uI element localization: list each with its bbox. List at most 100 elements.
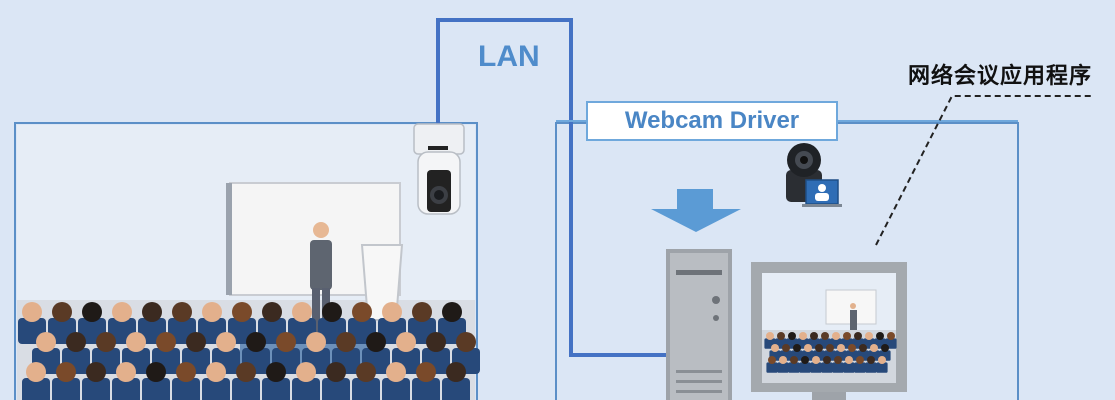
monitor-audience-person [799,332,807,340]
audience-person [266,362,286,382]
audience-person [386,362,406,382]
laptop-user-icon [802,179,842,207]
audience-person [276,332,296,352]
audience-person [366,332,386,352]
audience-person [306,332,326,352]
audience-person [186,332,206,352]
monitor-audience-person [867,356,875,364]
audience-person [382,302,402,322]
monitor-audience-seat [788,362,800,373]
audience-person [456,332,476,352]
conference-room-photo [17,125,480,400]
audience-seat [22,378,50,400]
audience-person [146,362,166,382]
audience-seat [142,378,170,400]
audience-person [26,362,46,382]
monitor-audience-person [779,356,787,364]
monitor-audience-person [788,332,796,340]
audience-seat [442,378,470,400]
audience-seat [262,378,290,400]
monitor-audience-person [848,344,856,352]
monitor-audience-seat [810,362,822,373]
monitor-audience-person [859,344,867,352]
audience-person [36,332,56,352]
audience-person [446,362,466,382]
monitor-audience-seat [799,362,811,373]
audience-person [126,332,146,352]
audience-seat [232,378,260,400]
monitor-audience-seat [843,362,855,373]
audience-person [22,302,42,322]
monitor-audience-person [777,332,785,340]
conference-app-label: 网络会议应用程序 [908,64,1093,89]
audience-person [142,302,162,322]
audience-person [96,332,116,352]
lan-connection-line [436,18,668,357]
monitor-audience-seat [832,362,844,373]
monitor-audience-person [837,344,845,352]
monitor-audience-person [881,344,889,352]
monitor-audience-seat [854,362,866,373]
audience-person [82,302,102,322]
audience-person [206,362,226,382]
audience-seat [172,378,200,400]
audience-seat [382,378,410,400]
audience-seat [352,378,380,400]
download-arrow-icon [651,189,741,232]
audience-person [86,362,106,382]
monitor-audience-person [865,332,873,340]
monitor-audience-person [804,344,812,352]
monitor-audience-person [845,356,853,364]
monitor-audience-person [768,356,776,364]
audience-seat [52,378,80,400]
audience-person [296,362,316,382]
audience-person [426,332,446,352]
ptz-camera-icon [413,123,465,215]
audience-person [396,332,416,352]
audience-person [112,302,132,322]
monitor-audience-seat [876,362,888,373]
audience-person [336,332,356,352]
monitor-audience-person [801,356,809,364]
audience-person [292,302,312,322]
monitor-audience-person [790,356,798,364]
audience-person [236,362,256,382]
audience-person [66,332,86,352]
monitor-audience-person [854,332,862,340]
monitor-audience-person [832,332,840,340]
monitor-audience-person [834,356,842,364]
audience-person [216,332,236,352]
audience-person [156,332,176,352]
audience-person [412,302,432,322]
audience-seat [412,378,440,400]
audience-person [322,302,342,322]
monitor-audience-person [793,344,801,352]
monitor-audience-person [815,344,823,352]
monitor-audience-person [843,332,851,340]
monitor-audience-person [878,356,886,364]
monitor-audience-person [766,332,774,340]
lan-label: LAN [478,40,540,73]
monitor-audience-person [812,356,820,364]
audience-person [416,362,436,382]
monitor-audience-person [810,332,818,340]
monitor-audience-person [823,356,831,364]
audience-person [356,362,376,382]
webcam-driver-label: Webcam Driver [624,107,800,134]
audience-seat [82,378,110,400]
audience-seat [292,378,320,400]
monitor-audience-person [870,344,878,352]
audience-seat [322,378,350,400]
conference-room-frame [14,122,478,400]
audience-person [352,302,372,322]
monitor-icon [751,262,907,400]
app-callout-line [875,95,1092,246]
audience-person [246,332,266,352]
audience-person [172,302,192,322]
monitor-audience-seat [777,362,789,373]
webcam-driver-box: Webcam Driver [586,101,838,141]
audience-person [202,302,222,322]
audience-person [56,362,76,382]
audience-person [232,302,252,322]
